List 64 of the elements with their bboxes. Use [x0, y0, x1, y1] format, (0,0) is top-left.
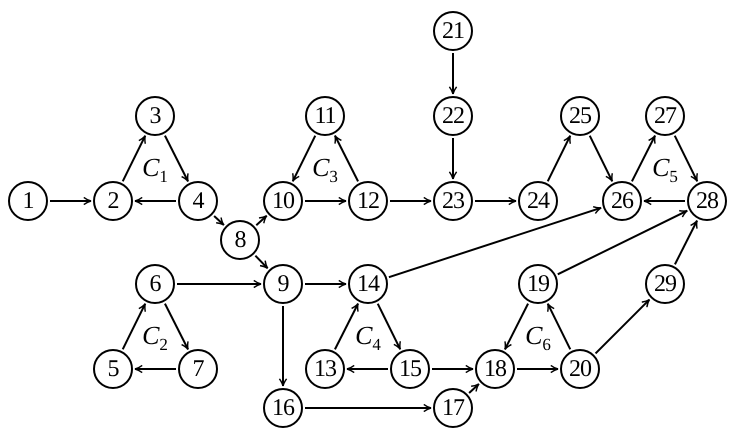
node-label: 13: [314, 357, 336, 381]
cycle-label: C$_{4}$: [355, 322, 381, 354]
node-circle: [348, 181, 388, 221]
node-label: 27: [654, 104, 676, 128]
node-circle: [645, 96, 685, 136]
node-label: 12: [357, 189, 379, 213]
node-circle: [178, 349, 218, 389]
node-label: 17: [442, 396, 464, 420]
node-circle: [602, 181, 642, 221]
node-label: 23: [442, 189, 464, 213]
node-circle: [560, 349, 600, 389]
node-label: 26: [611, 189, 633, 213]
node-circle: [518, 264, 558, 304]
node-label: 2: [108, 189, 118, 213]
node-label: 22: [442, 104, 464, 128]
node-circle: [93, 349, 133, 389]
node-label: 3: [150, 104, 160, 128]
node-label: 29: [654, 272, 676, 296]
node-label: 19: [527, 272, 549, 296]
node-circle: [433, 11, 473, 51]
node-circle: [8, 181, 48, 221]
node-circle: [178, 181, 218, 221]
node-label: 7: [192, 357, 204, 381]
cycle-label: C$_{1}$: [142, 154, 168, 186]
node-circle: [645, 264, 685, 304]
node-circle: [433, 96, 473, 136]
node-circle: [433, 388, 473, 428]
node-label: 9: [278, 272, 288, 296]
node-label: 11: [314, 104, 336, 128]
node-circle: [263, 388, 303, 428]
node-circle: [135, 264, 175, 304]
node-circle: [93, 181, 133, 221]
node-label: 15: [399, 357, 421, 381]
node-label: 6: [150, 272, 160, 296]
node-label: 14: [357, 272, 379, 296]
node-label: 18: [484, 357, 506, 381]
node-circle: [135, 96, 175, 136]
node-label: 10: [272, 189, 294, 213]
node-circle: [390, 349, 430, 389]
node-label: 8: [234, 228, 246, 252]
cycle-label: C$_{6}$: [525, 322, 551, 354]
node-circle: [687, 181, 727, 221]
node-circle: [263, 181, 303, 221]
node-circle: [348, 264, 388, 304]
cycle-label: C$_{3}$: [312, 154, 338, 186]
cycle-label: C$_{2}$: [142, 322, 168, 354]
node-circle: [305, 349, 345, 389]
node-circle: [433, 181, 473, 221]
node-label: 28: [696, 189, 718, 213]
node-label: 25: [569, 104, 591, 128]
node-circle: [305, 96, 345, 136]
node-circle: [475, 349, 515, 389]
node-label: 21: [442, 19, 464, 43]
node-circle: [518, 181, 558, 221]
node-label: 24: [527, 189, 549, 213]
node-circle: [560, 96, 600, 136]
cycle-label: C$_{5}$: [652, 154, 678, 186]
node-label: 5: [108, 357, 118, 381]
node-circle: [263, 264, 303, 304]
node-label: 16: [272, 396, 294, 420]
node-label: 20: [569, 357, 591, 381]
node-label: 1: [22, 189, 34, 213]
node-label: 4: [192, 189, 204, 213]
node-circle: [220, 220, 260, 260]
